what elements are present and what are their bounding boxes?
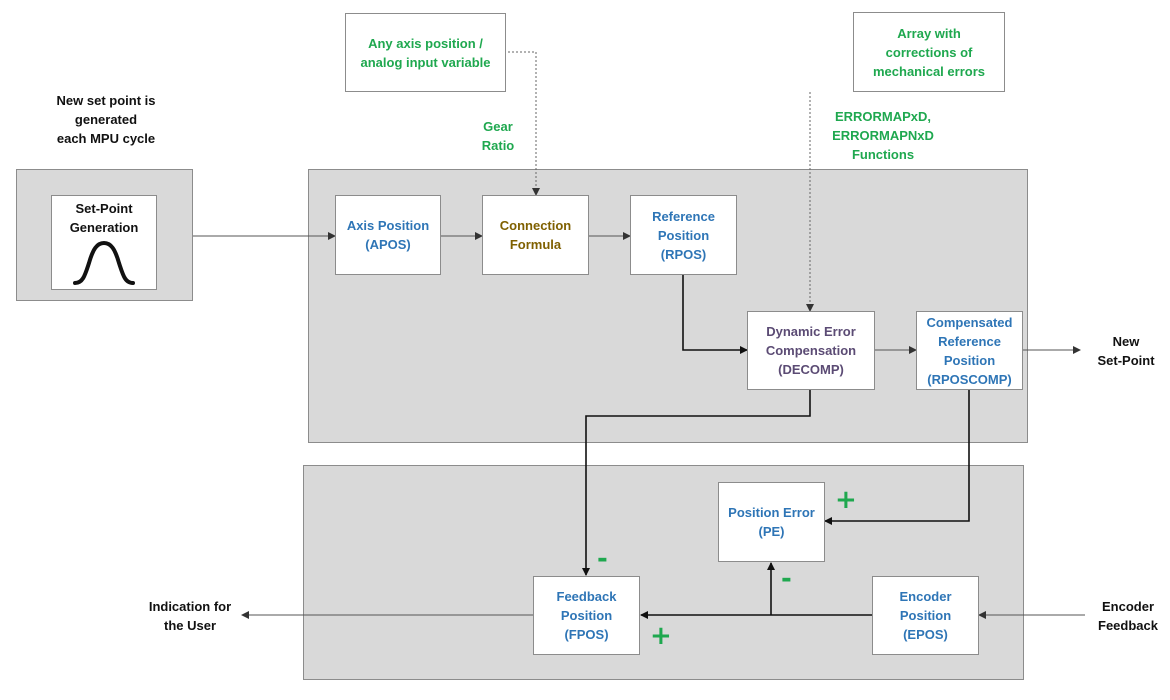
block-line: (FPOS): [564, 627, 609, 642]
axis-position-block: Axis Position (APOS): [335, 195, 441, 275]
label-line: Gear: [483, 119, 513, 134]
compensated-reference-position-block: Compensated Reference Position (RPOSCOMP…: [916, 311, 1023, 390]
label-line: Ratio: [481, 138, 515, 153]
block-line: Encoder: [899, 589, 952, 604]
axis-input-box: Any axis position / analog input variabl…: [345, 13, 506, 92]
block-line: (DECOMP): [778, 362, 844, 377]
fpos-plus-sign: +: [650, 621, 672, 651]
pe-plus-sign: +: [835, 485, 857, 515]
block-line: Position Error: [728, 505, 815, 520]
label-line: Feedback: [1098, 618, 1158, 633]
box-line: mechanical errors: [872, 63, 985, 79]
note-line: generated: [74, 112, 138, 127]
box-line: Array with: [897, 25, 961, 41]
indication-for-user-label: Indication for the User: [130, 597, 250, 635]
feedback-position-block: Feedback Position (FPOS): [533, 576, 640, 655]
label-line: Indication for: [148, 599, 232, 614]
block-line: (RPOS): [660, 246, 707, 262]
note-line: New set point is: [56, 93, 156, 108]
pe-minus-sign: -: [781, 564, 792, 594]
block-line: Axis Position: [346, 218, 430, 233]
label-line: Functions: [851, 147, 915, 162]
block-line: (RPOSCOMP): [927, 371, 1012, 387]
box-line: Any axis position /: [368, 35, 483, 51]
new-set-point-note: New set point is generated each MPU cycl…: [36, 91, 176, 148]
label-line: New: [1112, 334, 1140, 349]
block-line: Feedback: [556, 589, 617, 604]
label-line: the User: [163, 618, 217, 633]
errormap-functions-label: ERRORMAPxD, ERRORMAPNxD Functions: [818, 107, 948, 164]
dynamic-error-compensation-block: Dynamic Error Compensation (DECOMP): [747, 311, 875, 390]
block-line: Compensated: [926, 314, 1013, 330]
block-line: Position: [943, 352, 996, 368]
encoder-feedback-label: Encoder Feedback: [1088, 597, 1168, 635]
bell-curve-icon: [73, 240, 135, 285]
encoder-position-block: Encoder Position (EPOS): [872, 576, 979, 655]
block-line: (EPOS): [903, 627, 948, 642]
block-line: Position: [657, 227, 710, 243]
label-line: Set-Point: [1097, 353, 1155, 368]
block-line: Position: [899, 608, 952, 623]
gear-ratio-label: Gear Ratio: [468, 117, 528, 155]
fpos-minus-sign: -: [597, 544, 608, 574]
error-array-box: Array with corrections of mechanical err…: [853, 12, 1005, 92]
block-line: Set-Point: [75, 201, 133, 216]
label-line: ERRORMAPxD,: [834, 109, 932, 124]
connection-formula-block: Connection Formula: [482, 195, 589, 275]
block-line: (APOS): [365, 237, 411, 252]
block-line: Compensation: [765, 343, 857, 358]
block-line: Dynamic Error: [766, 324, 856, 339]
box-line: corrections of: [885, 44, 973, 60]
block-line: Generation: [69, 220, 139, 235]
block-line: Reference: [938, 333, 1001, 349]
position-error-block: Position Error (PE): [718, 482, 825, 562]
setpoint-generation-block: Set-Point Generation: [51, 195, 157, 290]
block-line: Reference: [652, 208, 715, 224]
label-line: Encoder: [1101, 599, 1154, 614]
block-line: (PE): [758, 524, 785, 539]
label-line: ERRORMAPNxD: [832, 128, 934, 143]
block-line: Formula: [509, 237, 562, 252]
box-line: analog input variable: [360, 54, 491, 70]
reference-position-block: Reference Position (RPOS): [630, 195, 737, 275]
new-set-point-output-label: New Set-Point: [1086, 332, 1166, 370]
block-line: Position: [560, 608, 613, 623]
block-line: Connection: [499, 218, 572, 233]
note-line: each MPU cycle: [56, 131, 156, 146]
